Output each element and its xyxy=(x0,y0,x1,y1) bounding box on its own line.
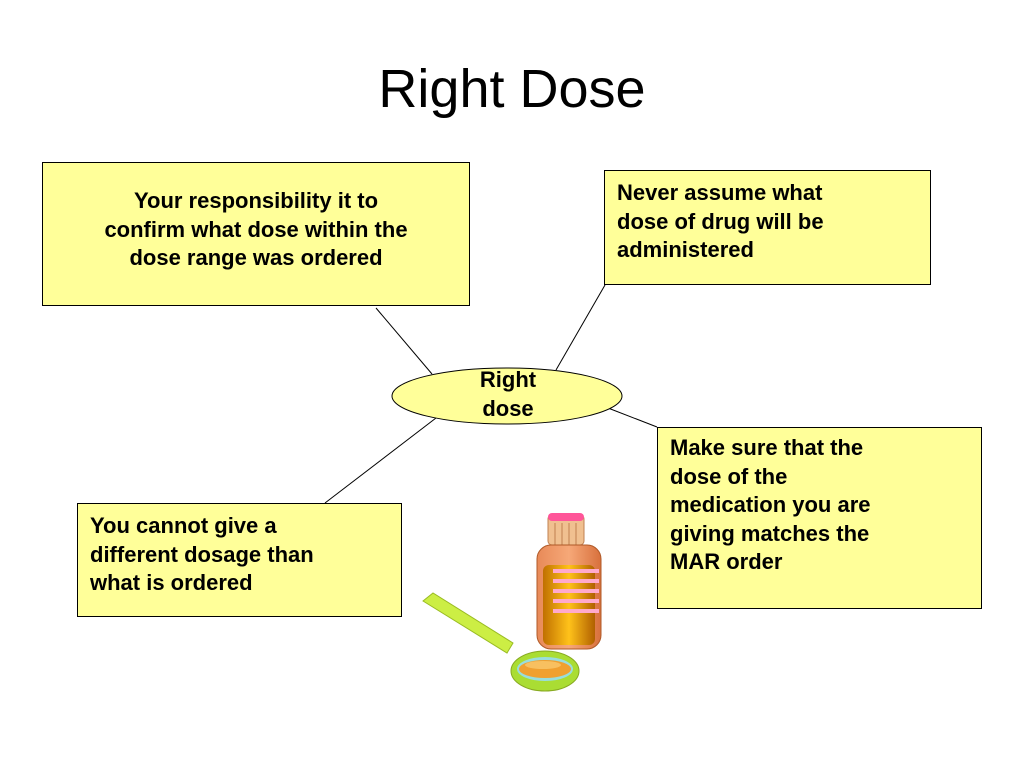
center-ellipse xyxy=(391,367,623,425)
box-line: giving matches the xyxy=(670,520,870,546)
cannot-give-different-box: You cannot give a different dosage than … xyxy=(77,503,402,617)
connector-to-box-d xyxy=(324,417,437,504)
never-assume-box: Never assume what dose of drug will be a… xyxy=(604,170,931,285)
connector-to-box-a xyxy=(375,307,433,375)
box-line: what is ordered xyxy=(90,570,253,596)
box-line: administered xyxy=(617,237,754,263)
box-line: You cannot give a xyxy=(90,513,277,538)
center-node-line-2: dose xyxy=(482,395,534,421)
box-line: Never assume what xyxy=(617,180,823,205)
responsibility-box: Your responsibility it to confirm what d… xyxy=(42,162,470,306)
box-line: different dosage than xyxy=(90,541,314,567)
box-line: dose range was ordered xyxy=(129,245,383,271)
box-line: dose of the xyxy=(670,463,788,489)
box-line: Your responsibility it to xyxy=(133,188,379,213)
box-line: confirm what dose within the xyxy=(104,216,408,242)
box-line: MAR order xyxy=(670,549,783,575)
box-line: medication you are xyxy=(670,492,871,518)
center-node-label: Right dose xyxy=(448,366,568,423)
connector-to-box-b xyxy=(555,284,606,371)
medicine-bottle-and-spoon-icon xyxy=(422,513,602,692)
box-line: Make sure that the xyxy=(670,435,864,460)
slide-title: Right Dose xyxy=(378,59,646,119)
box-line: dose of drug will be xyxy=(617,208,824,234)
connector-to-box-c xyxy=(607,407,658,428)
center-node-line-1: Right xyxy=(479,367,537,392)
make-sure-box: Make sure that the dose of the medicatio… xyxy=(657,427,982,609)
